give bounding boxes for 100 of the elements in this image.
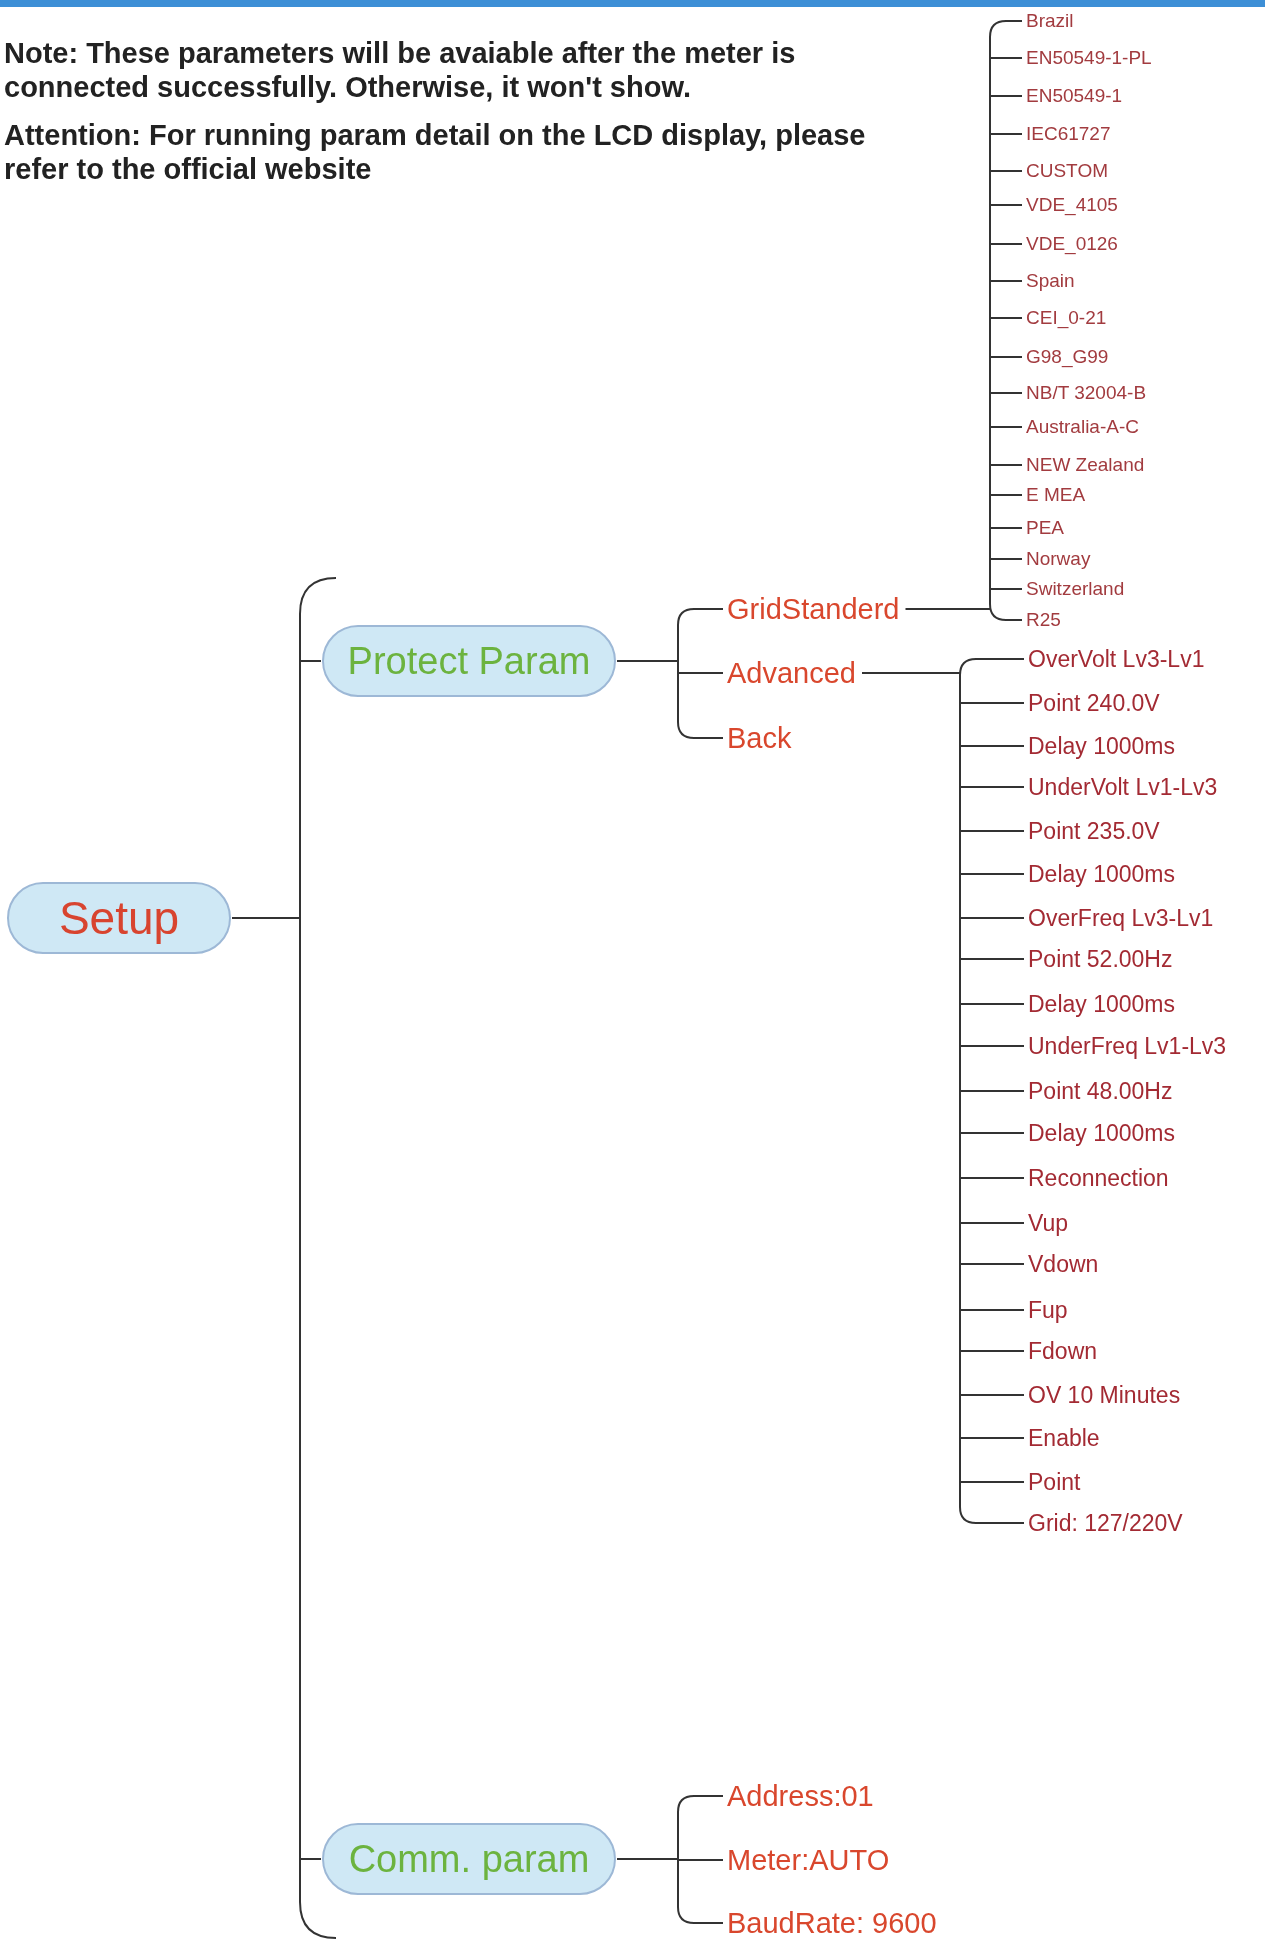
connector-line xyxy=(959,1177,1025,1179)
connector-line xyxy=(959,1394,1025,1396)
option-item: VDE_0126 xyxy=(1026,232,1118,256)
option-item: Norway xyxy=(1026,547,1091,571)
setting-item: Point xyxy=(1028,1467,1081,1497)
connector-line xyxy=(959,873,1025,875)
connector-line xyxy=(959,917,1025,919)
option-item: EN50549-1 xyxy=(1026,84,1123,108)
connector-line xyxy=(1005,20,1023,22)
connector-line xyxy=(1005,619,1023,621)
option-item: NEW Zealand xyxy=(1026,453,1145,477)
setting-item: Point 240.0V xyxy=(1028,688,1160,718)
connector-line xyxy=(616,608,695,739)
connector-line xyxy=(959,786,1025,788)
menu-item: Meter:AUTO xyxy=(727,1841,890,1879)
setting-item: Grid: 127/220V xyxy=(1028,1508,1183,1538)
connector-line xyxy=(989,464,1023,466)
connector-line xyxy=(989,204,1023,206)
note-text: Attention: For running param detail on the LCD display, please refer to the official website xyxy=(4,118,867,186)
connector-line xyxy=(959,1003,1025,1005)
option-item: IEC61727 xyxy=(1026,122,1111,146)
connector-line xyxy=(989,494,1023,496)
connector-line xyxy=(989,426,1023,428)
menu-item: Address:01 xyxy=(727,1777,874,1815)
setting-item: Reconnection xyxy=(1028,1163,1169,1193)
option-item: CEI_0-21 xyxy=(1026,306,1107,330)
setting-item: Delay 1000ms xyxy=(1028,1118,1176,1148)
note-text: Note: These parameters will be avaiable after the meter is connected successfully. Otherwise, it won't show. xyxy=(4,36,797,104)
topic-pill: Protect Param xyxy=(322,625,616,697)
setting-item: UnderVolt Lv1-Lv3 xyxy=(1028,772,1218,802)
setting-item: Delay 1000ms xyxy=(1028,731,1176,761)
setting-item: OV 10 Minutes xyxy=(1028,1380,1181,1410)
setting-item: Point 235.0V xyxy=(1028,816,1160,846)
connector-line xyxy=(693,737,724,739)
setting-item: Point 48.00Hz xyxy=(1028,1076,1173,1106)
option-item: VDE_4105 xyxy=(1026,193,1118,217)
connector-line xyxy=(959,1437,1025,1439)
topic-pill: Comm. param xyxy=(322,1823,616,1895)
option-item: Australia-A-C xyxy=(1026,415,1139,439)
setting-item: Enable xyxy=(1028,1423,1100,1453)
connector-line xyxy=(677,1859,724,1861)
option-item: Brazil xyxy=(1026,9,1074,33)
connector-line xyxy=(693,1922,724,1924)
connector-line xyxy=(959,702,1025,704)
connector-line xyxy=(989,280,1023,282)
connector-line xyxy=(231,577,337,1939)
connector-line xyxy=(989,95,1023,97)
topic-pill: Setup xyxy=(7,882,231,954)
connector-line xyxy=(989,133,1023,135)
setting-item: Delay 1000ms xyxy=(1028,859,1176,889)
connector-line xyxy=(299,660,322,662)
option-item: E MEA xyxy=(1026,483,1086,507)
connector-line xyxy=(959,1222,1025,1224)
connector-line xyxy=(959,830,1025,832)
connector-line xyxy=(989,317,1023,319)
option-item: G98_G99 xyxy=(1026,345,1109,369)
connector-line xyxy=(959,1350,1025,1352)
option-item: CUSTOM xyxy=(1026,159,1108,183)
connector-line xyxy=(959,1132,1025,1134)
connector-line xyxy=(861,658,977,1524)
connector-line xyxy=(616,1795,695,1924)
connector-line xyxy=(959,1090,1025,1092)
menu-item: Back xyxy=(727,719,792,757)
connector-line xyxy=(959,1481,1025,1483)
connector-line xyxy=(975,658,1025,660)
connector-line xyxy=(989,392,1023,394)
setting-item: Fdown xyxy=(1028,1336,1098,1366)
setting-item: Vdown xyxy=(1028,1249,1099,1279)
menu-item: Advanced xyxy=(727,654,856,692)
connector-line xyxy=(989,588,1023,590)
connector-line xyxy=(299,1858,322,1860)
connector-line xyxy=(959,1045,1025,1047)
setting-item: Vup xyxy=(1028,1208,1069,1238)
connector-line xyxy=(975,1522,1025,1524)
connector-line xyxy=(989,527,1023,529)
connector-line xyxy=(959,1309,1025,1311)
connector-line xyxy=(693,1795,724,1797)
option-item: PEA xyxy=(1026,516,1065,540)
connector-line xyxy=(989,243,1023,245)
connector-line xyxy=(989,170,1023,172)
connector-line xyxy=(959,1263,1025,1265)
connector-line xyxy=(989,356,1023,358)
connector-line xyxy=(693,608,724,610)
setting-item: OverFreq Lv3-Lv1 xyxy=(1028,903,1214,933)
option-item: EN50549-1-PL xyxy=(1026,46,1152,70)
menu-item: BaudRate: 9600 xyxy=(727,1904,937,1942)
setting-item: Point 52.00Hz xyxy=(1028,944,1173,974)
connector-line xyxy=(959,958,1025,960)
connector-line xyxy=(989,57,1023,59)
connector-line xyxy=(959,745,1025,747)
option-item: Switzerland xyxy=(1026,577,1125,601)
option-item: Spain xyxy=(1026,269,1075,293)
setting-item: OverVolt Lv3-Lv1 xyxy=(1028,644,1205,674)
setting-item: Delay 1000ms xyxy=(1028,989,1176,1019)
option-item: NB/T 32004-B xyxy=(1026,381,1147,405)
connector-line xyxy=(989,558,1023,560)
menu-item: GridStanderd xyxy=(727,590,900,628)
setting-item: Fup xyxy=(1028,1295,1068,1325)
connector-line xyxy=(677,672,724,674)
option-item: R25 xyxy=(1026,608,1061,632)
